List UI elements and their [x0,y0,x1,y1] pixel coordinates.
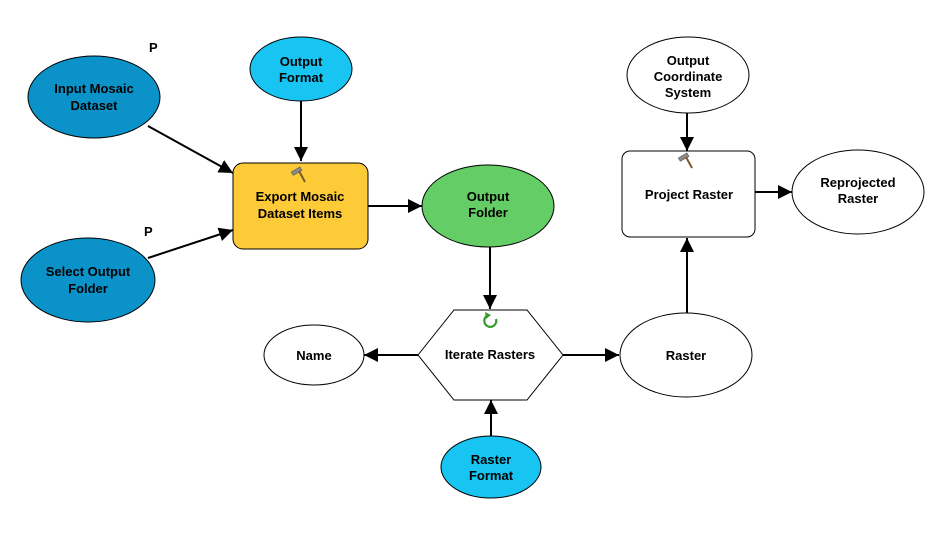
output-coordinate-system-label-line1: Output [667,53,710,68]
node-export-mosaic-dataset-items[interactable]: Export Mosaic Dataset Items [232,162,369,250]
connectors [147,101,792,436]
raster-format-shape [440,435,542,499]
output-format-label-line1: Output [280,54,323,69]
connector-folder-to-export [147,227,234,259]
select-output-folder-label-line2: Folder [68,281,108,296]
node-input-mosaic-dataset[interactable]: Input Mosaic Dataset P [27,40,161,139]
node-name[interactable]: Name [263,324,365,386]
reprojected-raster-label-line1: Reprojected [820,175,895,190]
select-output-folder-shape [20,237,156,323]
export-mosaic-dataset-items-label-line2: Dataset Items [258,206,343,221]
node-output-format[interactable]: Output Format [249,36,353,102]
raster-label: Raster [666,348,706,363]
export-mosaic-dataset-items-label-line1: Export Mosaic [256,189,345,204]
iterate-rasters-shape [417,309,564,401]
input-mosaic-dataset-shape [27,55,161,139]
output-format-shape [249,36,353,102]
output-format-label-line2: Format [279,70,324,85]
node-output-folder[interactable]: Output Folder [421,164,555,248]
output-folder-label-line1: Output [467,189,510,204]
hammer-icon [290,166,306,183]
node-iterate-rasters[interactable]: Iterate Rasters [417,309,564,401]
project-raster-shape [621,150,756,238]
iterate-rasters-label: Iterate Rasters [445,347,535,362]
node-select-output-folder[interactable]: Select Output Folder P [20,224,156,323]
reprojected-raster-label-line2: Raster [838,191,878,206]
select-output-folder-label-line1: Select Output [46,264,131,279]
raster-format-label-line1: Raster [471,452,511,467]
hammer-icon [677,152,693,169]
node-output-coordinate-system[interactable]: Output Coordinate System [626,36,750,114]
output-coordinate-system-label-line2: Coordinate [654,69,723,84]
input-mosaic-dataset-parameter-marker: P [149,40,158,55]
node-raster-format[interactable]: Raster Format [440,435,542,499]
name-label: Name [296,348,331,363]
reprojected-raster-shape [791,149,925,235]
node-project-raster[interactable]: Project Raster [621,150,756,238]
iterate-icon [483,312,498,328]
raster-format-label-line2: Format [469,468,514,483]
node-raster[interactable]: Raster [619,312,753,398]
select-output-folder-parameter-marker: P [144,224,153,239]
export-mosaic-dataset-items-shape [232,162,369,250]
node-reprojected-raster[interactable]: Reprojected Raster [791,149,925,235]
name-shape [263,324,365,386]
raster-shape [619,312,753,398]
connector-input-to-export [147,125,234,174]
output-coordinate-system-shape [626,36,750,114]
output-coordinate-system-label-line3: System [665,85,711,100]
input-mosaic-dataset-label-line2: Dataset [71,98,119,113]
output-folder-shape [421,164,555,248]
input-mosaic-dataset-label-line1: Input Mosaic [54,81,133,96]
output-folder-label-line2: Folder [468,205,508,220]
project-raster-label: Project Raster [645,187,733,202]
